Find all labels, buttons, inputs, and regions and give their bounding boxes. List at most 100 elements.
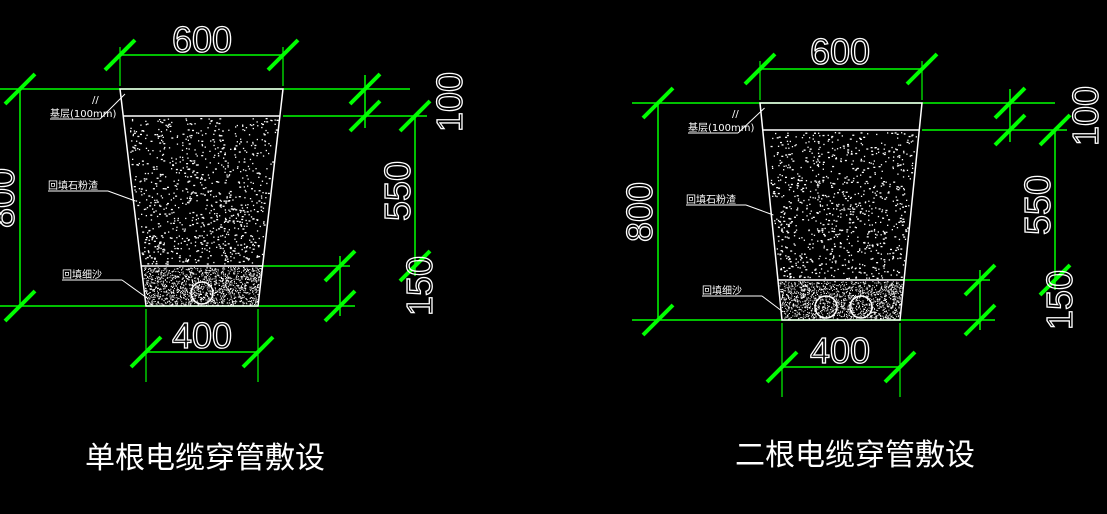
- sand-fill-dot: [828, 306, 829, 308]
- gravel-fill-dot: [789, 276, 792, 278]
- sand-fill-dot: [800, 309, 802, 311]
- gravel-fill-dot: [887, 253, 889, 255]
- sand-fill-dot: [808, 290, 810, 292]
- sand-fill-dot: [896, 291, 898, 293]
- gravel-fill-dot: [218, 244, 220, 246]
- sand-fill-dot: [865, 297, 867, 299]
- gravel-fill-dot: [843, 147, 845, 149]
- sand-fill-dot: [175, 275, 177, 277]
- gravel-fill-dot: [164, 232, 166, 234]
- gravel-fill-dot: [832, 165, 835, 168]
- gravel-fill-dot: [779, 162, 782, 165]
- sand-fill-dot: [820, 317, 822, 319]
- gravel-fill-dot: [243, 256, 245, 258]
- sand-fill-dot: [845, 308, 847, 310]
- sand-fill-dot: [794, 309, 796, 311]
- gravel-fill-dot: [832, 182, 835, 185]
- gravel-fill-dot: [208, 250, 211, 253]
- gravel-fill-dot: [839, 147, 842, 149]
- sand-fill-dot: [838, 301, 840, 303]
- gravel-fill-dot: [783, 227, 785, 229]
- gravel-fill-dot: [237, 181, 240, 183]
- gravel-fill-dot: [846, 278, 849, 280]
- sand-fill-dot: [148, 285, 149, 287]
- sand-fill-dot: [830, 287, 832, 289]
- sand-fill-dot: [886, 283, 888, 285]
- sand-fill-dot: [788, 281, 790, 283]
- gravel-fill-dot: [807, 246, 809, 248]
- gravel-fill-dot: [225, 219, 228, 221]
- sand-fill-dot: [799, 282, 801, 284]
- sand-fill-dot: [824, 282, 826, 284]
- gravel-fill-dot: [200, 118, 203, 120]
- sand-fill-dot: [174, 277, 176, 279]
- sand-fill-dot: [813, 283, 815, 285]
- gravel-fill-dot: [793, 190, 795, 193]
- sand-fill-dot: [867, 299, 868, 301]
- gravel-fill-dot: [906, 141, 909, 143]
- sand-fill-dot: [221, 301, 222, 303]
- gravel-fill-dot: [898, 271, 901, 274]
- sand-fill-dot: [215, 269, 217, 271]
- gravel-fill-dot: [782, 216, 785, 219]
- sand-fill-dot: [848, 313, 850, 315]
- gravel-fill-dot: [186, 244, 188, 246]
- sand-fill-dot: [192, 273, 194, 275]
- gravel-fill-dot: [895, 196, 897, 198]
- sand-fill-dot: [169, 281, 170, 283]
- sand-fill-dot: [781, 289, 783, 290]
- sand-fill-dot: [240, 287, 242, 289]
- gravel-fill-dot: [788, 164, 790, 166]
- gravel-fill-dot: [848, 261, 850, 263]
- gravel-fill-dot: [240, 224, 243, 226]
- gravel-fill-dot: [250, 144, 253, 147]
- gravel-fill-dot: [846, 238, 848, 241]
- sand-fill-dot: [802, 285, 804, 287]
- sand-fill-dot: [212, 304, 214, 306]
- gravel-fill-dot: [818, 264, 821, 266]
- gravel-fill-dot: [896, 274, 898, 276]
- gravel-fill-dot: [896, 133, 899, 135]
- sand-fill-dot: [210, 293, 212, 295]
- gravel-fill-dot: [256, 155, 258, 157]
- gravel-fill-dot: [248, 214, 250, 216]
- sand-fill-dot: [894, 292, 896, 294]
- gravel-fill-dot: [149, 235, 151, 238]
- sand-fill-dot: [852, 317, 854, 319]
- sand-fill-dot: [256, 271, 258, 273]
- gravel-fill-dot: [229, 247, 232, 250]
- sand-fill-dot: [829, 302, 831, 304]
- sand-fill-dot: [171, 292, 173, 294]
- sand-fill-dot: [213, 270, 215, 271]
- gravel-fill-dot: [187, 123, 189, 125]
- sand-fill-dot: [189, 276, 191, 278]
- sand-fill-dot: [805, 305, 807, 307]
- sand-fill-dot: [849, 304, 850, 306]
- gravel-fill-dot: [254, 147, 256, 149]
- sand-fill-dot: [214, 303, 216, 304]
- gravel-fill-dot: [912, 140, 914, 142]
- sand-fill-dot: [166, 294, 168, 296]
- gravel-fill-dot: [863, 213, 866, 215]
- gravel-fill-dot: [876, 133, 878, 136]
- sand-fill-dot: [191, 290, 193, 292]
- sand-fill-dot: [198, 295, 200, 297]
- sand-fill-dot: [222, 293, 224, 295]
- gravel-fill-dot: [265, 118, 268, 120]
- gravel-fill-dot: [252, 124, 255, 126]
- sand-fill-dot: [163, 300, 165, 302]
- gravel-fill-dot: [210, 120, 212, 123]
- gravel-fill-dot: [198, 140, 200, 142]
- gravel-fill-dot: [785, 165, 787, 167]
- gravel-fill-dot: [787, 143, 789, 145]
- gravel-fill-dot: [797, 173, 799, 175]
- gravel-fill-dot: [864, 248, 867, 250]
- sand-fill-dot: [888, 286, 890, 288]
- sand-fill-dot: [847, 305, 849, 307]
- sand-fill-dot: [241, 296, 243, 298]
- sand-fill-dot: [791, 307, 793, 309]
- sand-fill-dot: [151, 271, 153, 273]
- sand-fill-dot: [256, 286, 258, 288]
- sand-fill-dot: [150, 296, 152, 298]
- gravel-fill-dot: [187, 239, 190, 242]
